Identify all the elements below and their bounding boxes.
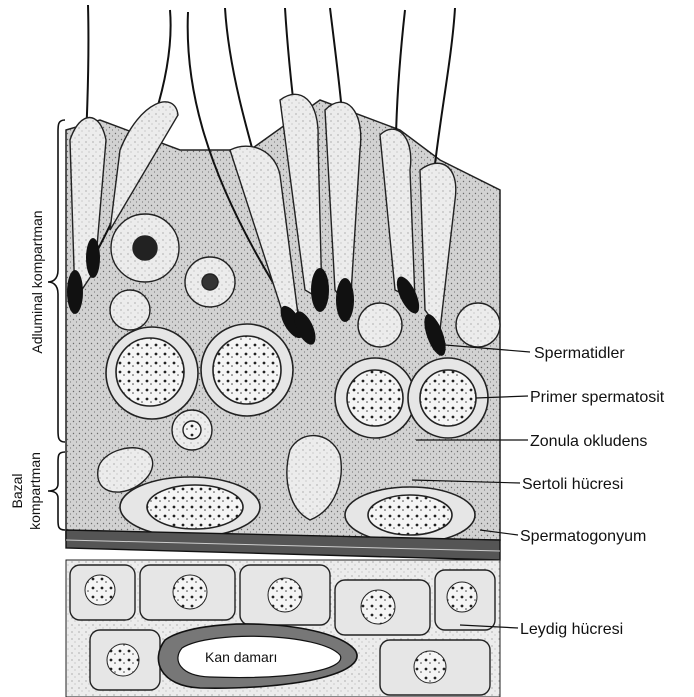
label-leydig-hucresi: Leydig hücresi xyxy=(520,621,623,638)
basal-compartment-label-line2: kompartman xyxy=(27,452,43,530)
label-kan-damari: Kan damarı xyxy=(205,649,277,665)
compartment-brackets xyxy=(48,120,65,530)
label-spermatidler: Spermatidler xyxy=(534,345,625,362)
basal-compartment-label-line1: Bazal xyxy=(9,473,25,508)
adluminal-compartment-label: Adluminal kompartman xyxy=(29,210,45,353)
label-zonula-okludens: Zonula okludens xyxy=(530,433,647,450)
label-primer-spermatosit: Primer spermatosit xyxy=(530,389,665,406)
label-spermatogonyum: Spermatogonyum xyxy=(520,528,646,545)
label-sertoli-hucresi: Sertoli hücresi xyxy=(522,476,623,493)
